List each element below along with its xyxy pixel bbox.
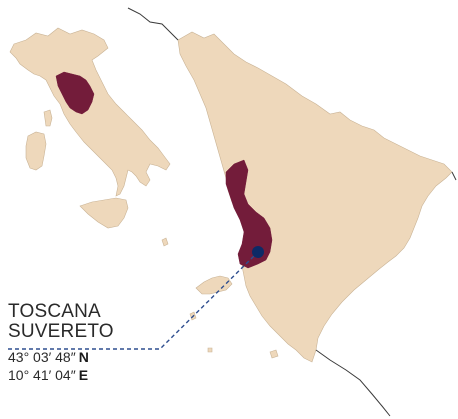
latitude-value: 43° 03′ 48″ (8, 349, 76, 365)
leader-line (8, 251, 259, 350)
longitude-direction: E (78, 367, 89, 383)
latitude-direction: N (78, 349, 89, 365)
location-label-block: TOSCANA SUVERETO 43° 03′ 48″N 10° 41′ 04… (8, 302, 114, 384)
tuscany-map (161, 31, 453, 363)
tuscany-region (177, 31, 453, 363)
small-island-1 (161, 237, 169, 247)
italy-tuscany-highlight (55, 71, 95, 115)
italy-inset (9, 27, 171, 229)
neighbor-border-southeast (315, 349, 391, 417)
italy-mainland (9, 27, 171, 197)
latitude-row: 43° 03′ 48″N (8, 348, 114, 366)
sicily-island (79, 197, 129, 229)
region-name: TOSCANA (8, 301, 101, 322)
tuscany-coastal-highlight (225, 159, 273, 269)
elba-island (195, 275, 233, 295)
neighbor-border-north (127, 7, 179, 41)
longitude-row: 10° 41′ 04″E (8, 366, 114, 384)
coordinates: 43° 03′ 48″N 10° 41′ 04″E (8, 348, 114, 384)
small-island-3 (207, 347, 213, 353)
corsica-island (43, 109, 53, 127)
suvereto-marker (252, 246, 264, 258)
small-island-4 (269, 349, 279, 359)
sardinia-island (25, 131, 47, 171)
longitude-value: 10° 41′ 04″ (8, 367, 76, 383)
place-name: SUVERETO (8, 321, 114, 342)
neighbor-border-east (451, 171, 457, 181)
